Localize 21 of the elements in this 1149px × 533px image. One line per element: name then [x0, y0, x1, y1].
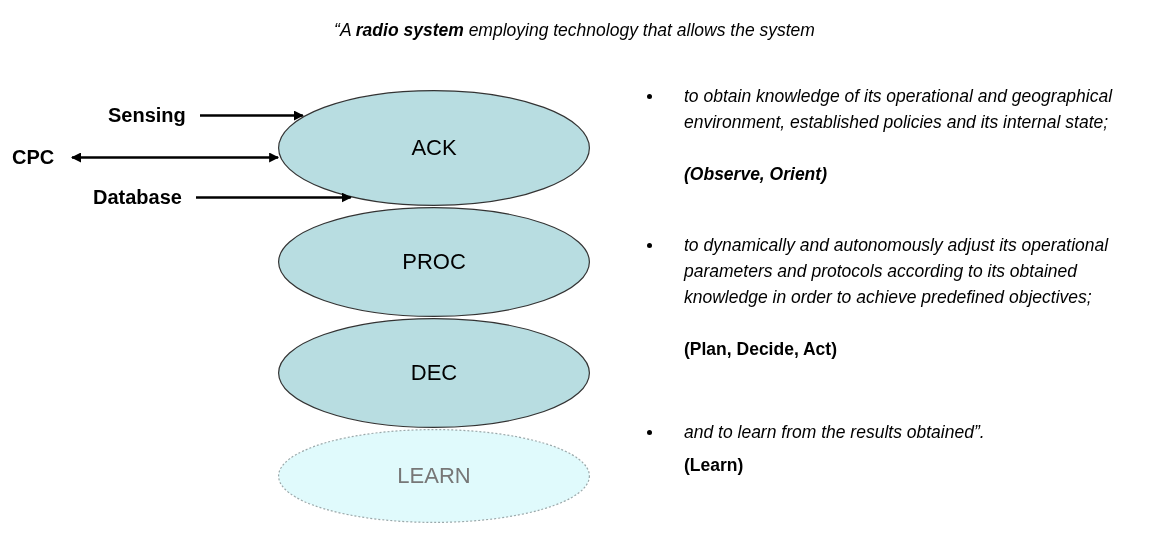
quote-title: “A radio system employing technology that allows the system	[334, 20, 815, 40]
note-text: (Observe, Orient)	[684, 163, 828, 186]
arrow	[200, 110, 304, 121]
arrow	[196, 192, 352, 203]
bullet-text: to obtain knowledge of its operational and geographical environment, established policies and its internal state;	[684, 85, 1114, 134]
layer-ellipse	[278, 429, 590, 523]
input-label: Sensing	[108, 104, 186, 127]
layer-label: ACK	[411, 135, 457, 161]
bullet-text: and to learn from the results obtained”.	[684, 421, 986, 444]
layer-ellipse	[278, 318, 590, 428]
layer-label: PROC	[402, 249, 466, 275]
note-text: (Plan, Decide, Act)	[684, 338, 838, 361]
input-label: CPC	[12, 146, 55, 169]
layer-label: LEARN	[397, 463, 471, 489]
layer-label: DEC	[410, 360, 458, 386]
layer-ellipse	[278, 90, 590, 206]
input-label: Database	[93, 186, 182, 209]
note-text: (Learn)	[684, 454, 745, 477]
arrow	[71, 152, 280, 163]
layer-ellipse	[278, 207, 590, 317]
bullet-text: to dynamically and autonomously adjust its operational parameters and protocols according to its obtained knowledge in order to achieve predefined objectives;	[684, 234, 1110, 309]
